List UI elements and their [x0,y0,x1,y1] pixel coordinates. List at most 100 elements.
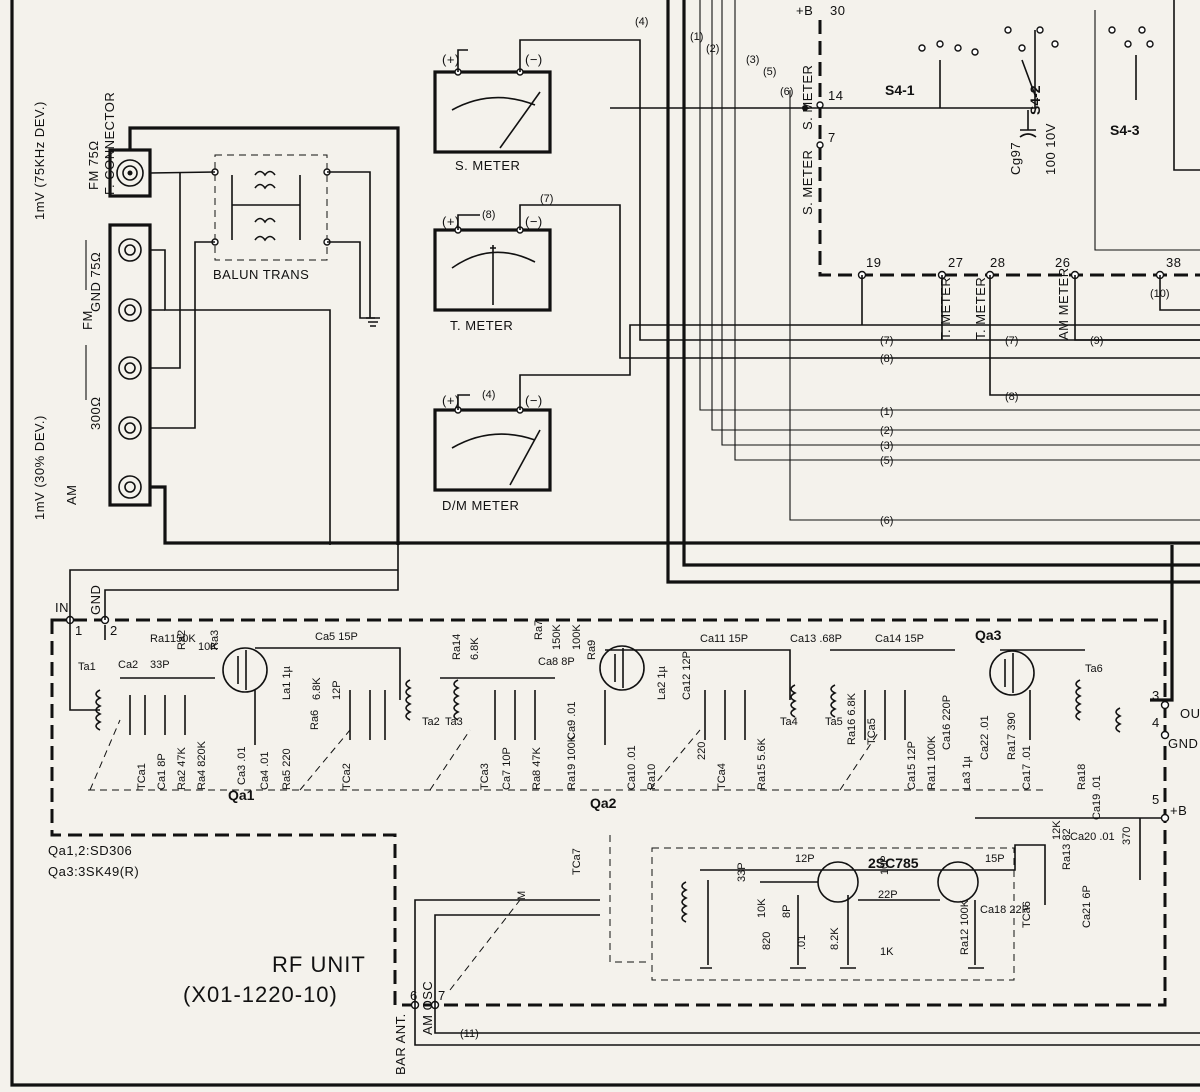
component-value-label: Ca18 22P [980,904,1029,916]
bus-label-7b: (7) [880,335,893,347]
component-value-label: Ra6 [309,710,321,730]
component-value-label: Ra10 [646,764,658,790]
component-value-label: Ta5 [825,716,843,728]
control-board: (1) (2) (3) (5) (6) (1) (2) (3) (5) (6) … [610,0,1200,584]
osc-transistor-label: 2SC785 [868,855,919,871]
component-value-label: 33P [150,659,170,671]
gnd-out-label: GND [1168,736,1198,751]
component-value-label: Ca22 .01 [979,715,991,760]
pin-7-label: 7 [828,130,836,145]
s-meter-pin-label: S. METER [800,65,815,130]
oscillator-subboard [651,847,1015,981]
cg97-value: 100 10V [1043,123,1058,175]
b-plus-label: +B [796,3,813,18]
dm-meter-minus: (−) [525,393,543,408]
fm-connector-label-2: F. CONNECTOR [102,92,117,195]
t-meter-pin-label-2: T. METER [973,277,988,340]
component-value-label: Ca19 .01 [1091,775,1103,820]
component-value-label: 33P [736,862,748,882]
pin-38-label: 38 [1166,255,1181,270]
switch-s4-3-label: S4-3 [1110,122,1140,138]
component-value-label: TCa4 [716,763,728,790]
component-value-label: Ra12 100K [959,899,971,955]
transistor-note-1: Qa1,2:SD306 [48,843,132,858]
bus-label-8: (8) [482,209,495,221]
component-value-label: Ra13 82 [1061,828,1073,870]
bus-label-7c: (7) [1005,335,1018,347]
qa2-label: Qa2 [590,795,617,811]
component-value-label: .01 [796,935,808,950]
transistor-qa1 [222,647,268,693]
bus-label-11: (11) [460,1028,479,1040]
bus-label-9: (9) [1090,335,1103,347]
rf-pin-2: 2 [110,623,118,638]
component-value-label: 100K [571,624,583,650]
bus-label-3b: (3) [880,440,893,452]
component-value-label: 12P [795,853,815,865]
bus-label-5: (5) [763,66,776,78]
component-value-label: M [516,891,528,900]
component-value-label: Ca13 .68P [790,633,842,645]
meter-s: (+) (−) S. METER [433,52,552,173]
bus-label-8b: (8) [880,353,893,365]
dm-meter-plus: (+) [442,393,460,408]
qa3-label: Qa3 [975,627,1002,643]
component-value-label: Ra7 [533,620,545,640]
component-value-label: Ca17 .01 [1021,745,1033,790]
component-value-label: Ra1 [150,633,170,645]
component-value-label: Ra3 [209,630,221,650]
component-value-label: 10K [198,641,218,653]
transistor-note-2: Qa3:3SK49(R) [48,864,139,879]
s-meter-pin-label-2: S. METER [800,150,815,215]
pin-14-label: 14 [828,88,843,103]
component-value-label: TCa3 [479,763,491,790]
component-value-label: TCa5 [866,718,878,745]
component-value-label: 12P [331,680,343,700]
component-value-label: Ca15 12P [906,741,918,790]
osc-transistor-1 [817,861,859,903]
component-value-label: 220 [696,742,708,760]
component-value-label: La2 1µ [656,665,668,700]
component-value-label: La3 1µ [961,755,973,790]
component-value-label: Ra14 [451,634,463,660]
component-value-label: Ca16 220P [941,695,953,750]
s-meter-label: S. METER [455,158,520,173]
component-value-label: Ra17 390 [1006,712,1018,760]
component-value-label: Ra8 47K [531,747,543,790]
component-value-label: Ca4 .01 [259,751,271,790]
component-value-label: Ra15 5.6K [756,737,768,790]
component-value-label: 1K [880,946,894,958]
meter-t: (+) (−) T. METER [433,214,552,333]
component-value-label: TCa1 [136,763,148,790]
component-value-label: Ra11 100K [926,735,938,790]
out-label: OUT [1180,706,1200,721]
coil-group [95,679,1122,923]
pin-7-rf-label: 7 [438,988,446,1003]
component-value-label: Ca10 .01 [626,745,638,790]
component-value-label: 10K [756,898,768,918]
component-value-label: Ca3 .01 [236,746,248,785]
rf-gnd-in-label: GND [88,585,103,615]
component-value-label: Ca21 6P [1081,885,1093,928]
component-value-label: Ta2 [422,716,440,728]
t-meter-minus: (−) [525,214,543,229]
meter-dm: (+) (−) D/M METER [433,393,552,513]
component-value-label: Ra18 [1076,764,1088,790]
pin-30-label: 30 [830,3,845,18]
bus-label-2b: (2) [880,425,893,437]
component-value-label: Ca20 .01 [1070,831,1115,843]
component-value-label: Ca12 12P [681,651,693,700]
pin-3-label: 3 [1152,688,1160,703]
am-osc-label: AM OSC [420,981,435,1035]
component-value-label: Ra9 [586,640,598,660]
component-value-label: Ta3 [445,716,463,728]
am-sensitivity-label: 1mV (30% DEV.) [32,415,47,520]
switch-contacts [918,26,1154,108]
component-value-label: 8.2K [829,927,841,950]
fm-label: FM [80,310,95,330]
bus-label-8c: (8) [1005,391,1018,403]
bus-label-4: (4) [635,16,648,28]
rf-unit: IN GND 1 2 [48,545,1200,1075]
fm-sensitivity-label: 1mV (75KHz DEV.) [32,101,47,220]
